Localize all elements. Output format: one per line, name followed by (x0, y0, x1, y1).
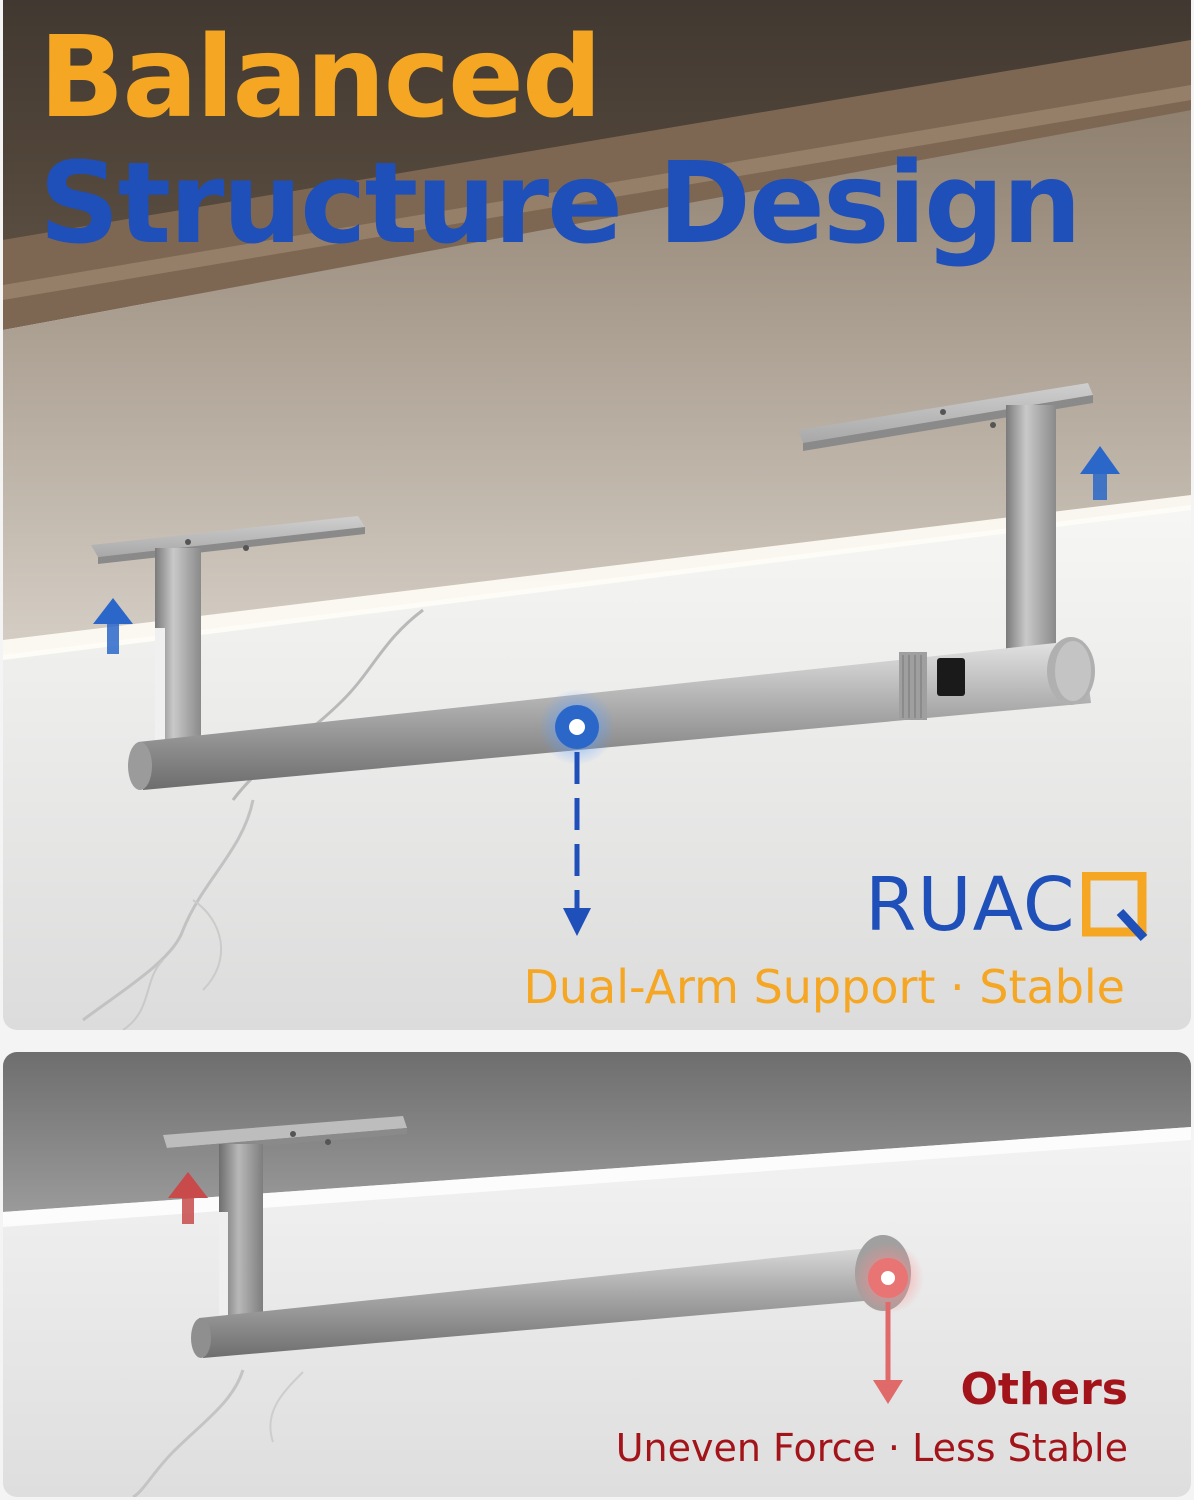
end-point-icon (852, 1242, 924, 1314)
single-arm-illustration (3, 1052, 1191, 1497)
dual-arm-illustration (3, 0, 1191, 1030)
down-arrow-icon (873, 1302, 903, 1404)
brand-name: RUAC (865, 862, 1076, 948)
others-title: Others (960, 1364, 1129, 1415)
ruac-logo-square-icon (1081, 872, 1147, 942)
others-panel (3, 1052, 1191, 1497)
others-caption: Uneven Force · Less Stable (615, 1426, 1128, 1470)
dual-arm-panel: Balanced Structure Design RUAC Dual-Arm … (3, 0, 1191, 1030)
headline-line1: Balanced (39, 13, 602, 143)
up-arrow-icon (1080, 446, 1120, 500)
center-point-icon (539, 689, 615, 765)
brand-logo: RUAC (865, 868, 1148, 942)
up-arrow-icon (93, 598, 133, 654)
down-arrow-icon (563, 752, 591, 936)
up-arrow-icon (168, 1172, 208, 1224)
headline-line2: Structure Design (39, 139, 1082, 269)
dual-arm-caption: Dual-Arm Support · Stable (523, 960, 1125, 1014)
